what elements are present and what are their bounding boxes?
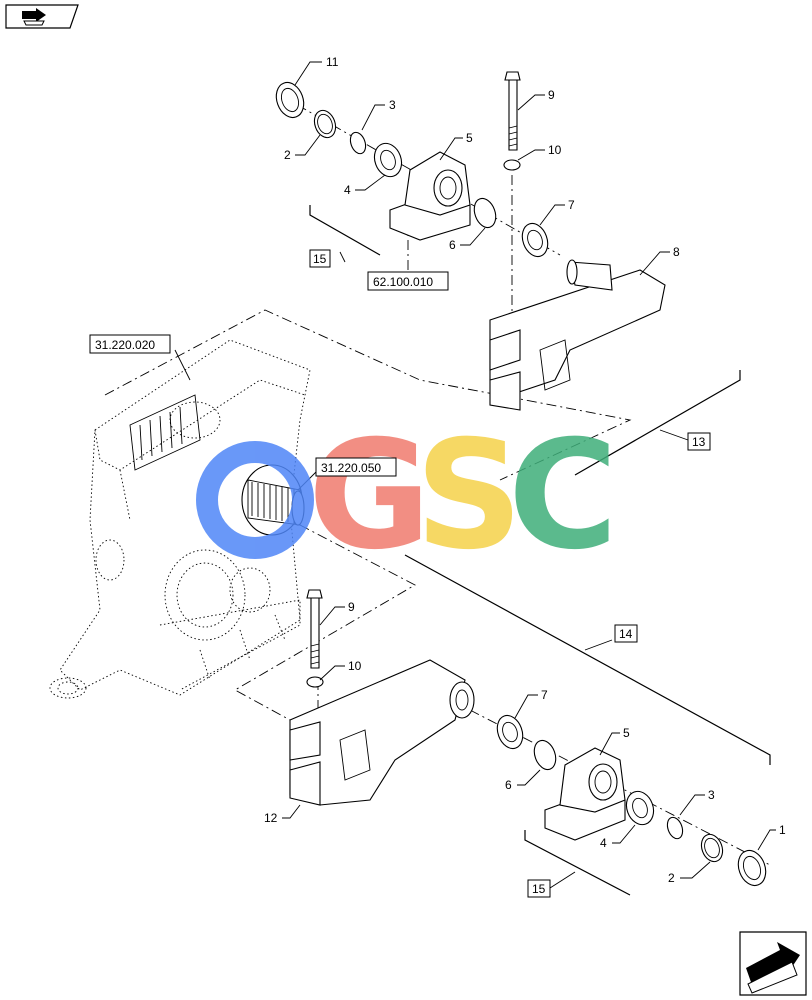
callout-10-top: 10 [548, 143, 562, 157]
callout-9-bottom: 9 [348, 600, 355, 614]
svg-text:13: 13 [692, 435, 706, 449]
gearbox-housing [49, 339, 311, 699]
callout-3-bottom: 3 [708, 788, 715, 802]
svg-text:62.100.010: 62.100.010 [373, 275, 433, 289]
reference-box-31-220-050[interactable]: 31.220.050 [315, 457, 397, 477]
bolt-part [504, 71, 521, 151]
bearing-housing-part [389, 151, 471, 241]
svg-text:14: 14 [619, 627, 633, 641]
callout-2-bottom: 2 [668, 871, 675, 885]
callout-2-top: 2 [284, 148, 291, 162]
gsc-watermark: G S C [196, 409, 618, 583]
callout-10-bottom: 10 [348, 659, 362, 673]
watermark-letter-s: S [415, 409, 523, 583]
callout-5-bottom: 5 [623, 726, 630, 740]
callout-7-top: 7 [568, 198, 575, 212]
arm-part [489, 259, 666, 411]
gear-watermark-icon [196, 441, 314, 559]
boxed-number-14: 14 [614, 624, 638, 643]
reference-box-31-220-020[interactable]: 31.220.020 [89, 334, 171, 354]
svg-text:15: 15 [313, 252, 327, 266]
boxed-number-13: 13 [687, 432, 711, 451]
lower-assembly [289, 589, 767, 887]
callout-5-top: 5 [466, 131, 473, 145]
callout-4-top: 4 [344, 183, 351, 197]
svg-text:15: 15 [532, 882, 546, 896]
boxed-number-15-bottom: 15 [527, 879, 551, 898]
callout-11: 11 [326, 55, 339, 69]
callout-7-bottom: 7 [541, 688, 548, 702]
watermark-letter-c: C [508, 409, 618, 583]
upper-assembly [275, 71, 666, 411]
callout-8: 8 [673, 245, 680, 259]
callout-6-bottom: 6 [505, 778, 512, 792]
callout-1: 1 [779, 823, 786, 837]
svg-text:31.220.050: 31.220.050 [321, 461, 381, 475]
boxed-number-15-top: 15 [309, 249, 331, 268]
svg-text:31.220.020: 31.220.020 [95, 338, 155, 352]
callout-6-top: 6 [449, 238, 456, 252]
bracket-lines [309, 205, 771, 896]
watermark-letter-g: G [308, 409, 431, 583]
callout-labels: 11 9 3 5 10 2 4 7 6 8 9 10 7 5 6 3 1 4 2… [264, 55, 786, 885]
next-page-arrow-icon[interactable] [739, 931, 807, 996]
seal-ring-part [275, 81, 305, 119]
callout-4-bottom: 4 [600, 836, 607, 850]
callout-9-top: 9 [548, 88, 555, 102]
reference-box-62-100-010[interactable]: 62.100.010 [367, 271, 449, 291]
book-arrow-icon[interactable] [5, 4, 79, 29]
callout-3-top: 3 [389, 98, 396, 112]
bearing-part [373, 142, 403, 178]
callout-12: 12 [264, 811, 278, 825]
